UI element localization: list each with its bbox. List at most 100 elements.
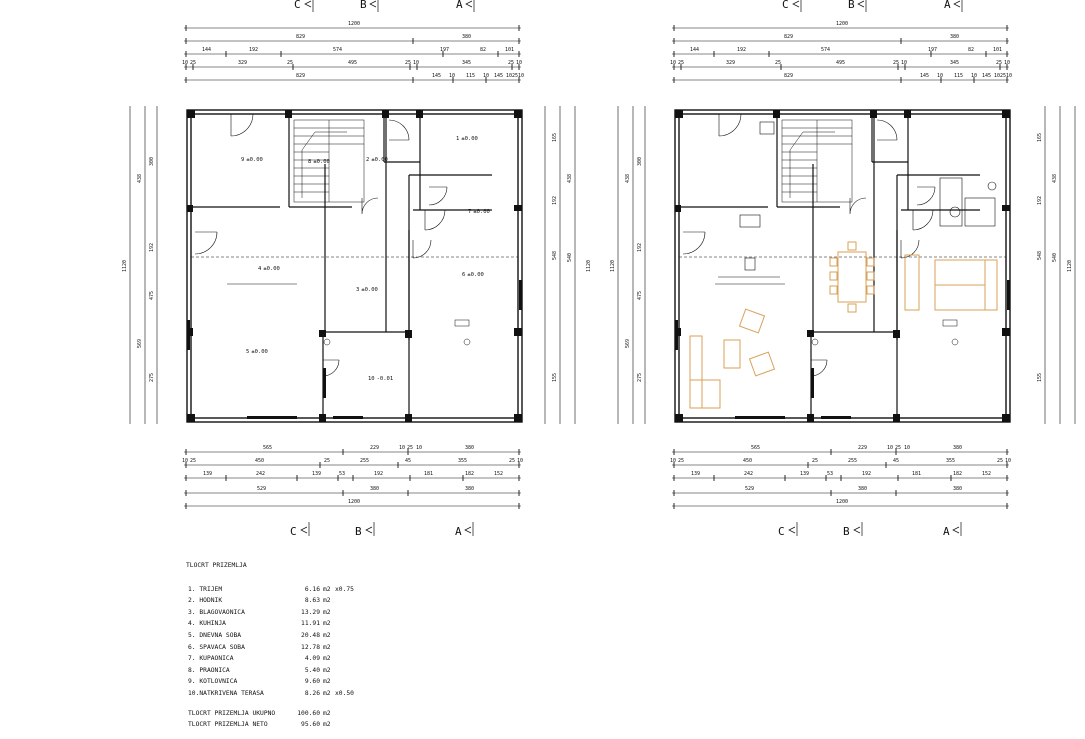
- dim-bot-2a: 10: [182, 458, 188, 464]
- dim-total-bottom-right: 1200: [836, 499, 848, 505]
- dim-bot-2f-right: 45: [893, 458, 899, 464]
- dim-total-bottom: 1200: [348, 499, 360, 505]
- dim-bot-4a-right: 529: [745, 486, 754, 492]
- dim-top-4e-right: 495: [836, 60, 845, 66]
- dim-left-inner-a: 300: [149, 157, 155, 166]
- legend-title: TLOCRT PRIZEMLJA: [186, 562, 247, 569]
- dim-right-mid-b: 540: [567, 253, 573, 262]
- legend-room-area: 20.48: [301, 631, 320, 639]
- dim-bot-2f: 45: [405, 458, 411, 464]
- legend-room-unit: m2: [323, 631, 331, 639]
- dim-bot-3g-right: 182: [953, 471, 962, 477]
- dim-right-mid-a: 438: [567, 174, 573, 183]
- dim-top-5d: 115: [466, 73, 475, 79]
- room-marker-3: 3±0.00: [356, 287, 378, 293]
- dim-bot-2h-right: 25: [997, 458, 1003, 464]
- legend-room-area: 6.16: [304, 585, 320, 593]
- legend-room-unit: m2: [323, 678, 331, 686]
- dim-right-inner-b: 192: [552, 196, 558, 205]
- legend-room-height: x0.50: [335, 689, 354, 697]
- dim-left-inner-a-right: 300: [637, 157, 643, 166]
- dim-top-4g-right: 10: [901, 60, 907, 66]
- section-a-top-right: A: [944, 0, 951, 11]
- dim-left-outer: 1120: [122, 260, 128, 272]
- room-marker-2: 2±0.00: [366, 157, 388, 163]
- plan-left-walls: [186, 109, 523, 423]
- plan-right: C B A 1200 829 380 144 192 57: [610, 0, 1076, 538]
- dim-left-outer-right: 1120: [610, 260, 616, 272]
- dim-top-5e-right: 10: [971, 73, 977, 79]
- dim-right-inner-b-right: 192: [1037, 196, 1043, 205]
- dim-top-3b-right: 192: [737, 47, 746, 53]
- dim-top-2a: 829: [296, 34, 305, 40]
- dim-bot-2h: 25: [509, 458, 515, 464]
- dim-top-4j-right: 10: [1004, 60, 1010, 66]
- dim-top-4i: 25: [508, 60, 514, 66]
- legend-total-area: 95.60: [301, 721, 320, 729]
- dim-bot-1e-right: 10: [904, 445, 910, 451]
- dim-right-inner-a-right: 165: [1037, 133, 1043, 142]
- dim-top-5c: 10: [449, 73, 455, 79]
- section-a-bottom: A: [455, 525, 462, 538]
- dim-top-4h-right: 345: [950, 60, 959, 66]
- dim-top-4b: 25: [190, 60, 196, 66]
- dim-bot-4c-right: 380: [953, 486, 962, 492]
- dim-top-5h: 25: [512, 73, 518, 79]
- section-b-bottom-right: B: [843, 525, 850, 538]
- dim-bot-2d: 25: [324, 458, 330, 464]
- legend-room-name: 9. KOTLOVNICA: [188, 678, 238, 686]
- dim-bot-4c: 380: [465, 486, 474, 492]
- dim-left-inner-c: 475: [149, 291, 155, 300]
- dim-top-5h-right: 25: [1000, 73, 1006, 79]
- dim-top-4i-right: 25: [996, 60, 1002, 66]
- legend-room-name: 10.NATKRIVENA TERASA: [188, 689, 264, 697]
- dim-top-5c-right: 10: [937, 73, 943, 79]
- section-b-bottom: B: [355, 525, 362, 538]
- dim-total-top-right: 1200: [836, 21, 848, 27]
- legend-total-area: 100.60: [297, 709, 320, 717]
- plan-right-walls: [674, 109, 1011, 423]
- dim-top-5b-right: 145: [920, 73, 929, 79]
- dim-right-mid-a-right: 438: [1052, 174, 1058, 183]
- dim-right-inner-d: 155: [552, 373, 558, 382]
- dim-bot-3c: 139: [312, 471, 321, 477]
- dim-bot-4a: 529: [257, 486, 266, 492]
- dim-left-inner-b: 192: [149, 243, 155, 252]
- legend-room-area: 9.60: [304, 678, 320, 686]
- section-b-top-right: B: [848, 0, 855, 11]
- section-c-bottom-right: C: [778, 525, 785, 538]
- dim-top-4c: 329: [238, 60, 247, 66]
- dim-top-3a-right: 144: [690, 47, 699, 53]
- legend-room-area: 13.29: [301, 608, 320, 616]
- legend-room-unit: m2: [323, 620, 331, 628]
- dim-top-5f-right: 145: [982, 73, 991, 79]
- dim-right-inner-c: 548: [552, 251, 558, 260]
- legend-room-area: 5.40: [304, 666, 320, 674]
- legend-room-name: 3. BLAGOVAONICA: [188, 608, 245, 616]
- dim-bot-4b-right: 380: [858, 486, 867, 492]
- dim-bot-3e: 192: [374, 471, 383, 477]
- dim-top-4j: 10: [516, 60, 522, 66]
- dim-bot-3e-right: 192: [862, 471, 871, 477]
- legend-total-name: TLOCRT PRIZEMLJA UKUPNO: [188, 709, 276, 717]
- dim-bot-2e: 255: [360, 458, 369, 464]
- dim-top-4b-right: 25: [678, 60, 684, 66]
- dim-bot-2a-right: 10: [670, 458, 676, 464]
- dim-bot-1b: 229: [370, 445, 379, 451]
- legend-room-area: 11.91: [301, 620, 320, 628]
- dim-top-4d-right: 25: [775, 60, 781, 66]
- dim-top-5g: 10: [506, 73, 512, 79]
- plan-left: C B A 1200 829 380 144 192 574 197: [122, 0, 592, 538]
- dim-right-mid-b-right: 540: [1052, 253, 1058, 262]
- dim-top-3e: 82: [480, 47, 486, 53]
- dim-top-5a: 829: [296, 73, 305, 79]
